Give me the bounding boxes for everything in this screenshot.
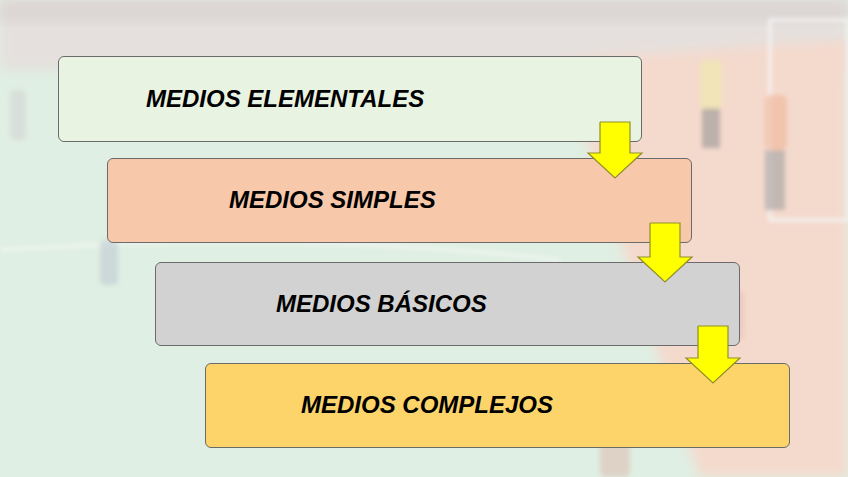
- process-box: MEDIOS ELEMENTALES: [58, 56, 642, 142]
- box-label: MEDIOS ELEMENTALES: [146, 85, 424, 114]
- box-label: MEDIOS COMPLEJOS: [301, 391, 553, 420]
- process-box: MEDIOS SIMPLES: [107, 158, 692, 243]
- box-label: MEDIOS BÁSICOS: [276, 290, 487, 319]
- block-arrow: [588, 122, 642, 178]
- process-box: MEDIOS BÁSICOS: [155, 262, 740, 346]
- block-arrow: [638, 223, 692, 282]
- process-box: MEDIOS COMPLEJOS: [205, 363, 790, 448]
- block-arrow: [686, 326, 740, 383]
- box-label: MEDIOS SIMPLES: [229, 186, 436, 215]
